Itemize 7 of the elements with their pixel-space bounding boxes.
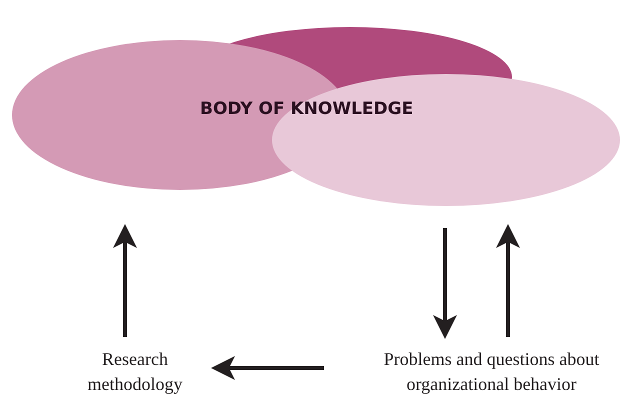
arrow xyxy=(211,356,324,380)
diagram-heading: BODY OF KNOWLEDGE xyxy=(200,99,414,119)
arrow xyxy=(433,228,457,339)
node-label: Research methodology xyxy=(86,348,184,396)
arrow xyxy=(113,224,137,337)
node-label: Problems and questions about organizational behavior xyxy=(382,348,600,396)
arrow xyxy=(496,224,520,337)
